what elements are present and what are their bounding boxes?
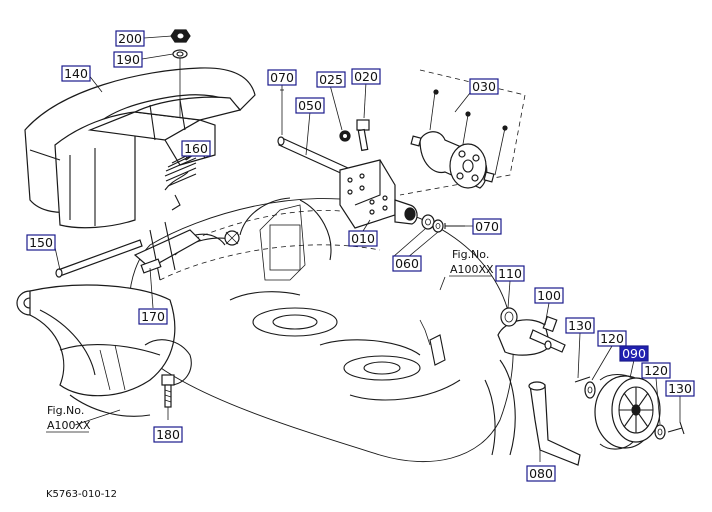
callout-190-text: 190 (116, 52, 140, 67)
callout-050: 050 (295, 97, 325, 114)
grass-cover-140 (24, 67, 256, 229)
callout-080-text: 080 (529, 466, 553, 481)
callout-110-text: 110 (498, 266, 522, 281)
callout-130-left-text: 130 (568, 318, 592, 333)
fig-ref-right-line1: Fig.No. (452, 248, 489, 261)
fig-ref-left: Fig.No. A100XX (46, 404, 91, 433)
fig-ref-left-line2: A100XX (47, 419, 91, 432)
callout-110: 110 (495, 265, 525, 282)
washer-190 (172, 49, 188, 59)
drawing-code: K5763-010-12 (46, 489, 117, 500)
callout-130-right-text: 130 (668, 381, 692, 396)
washers-060 (421, 214, 444, 233)
bolt-100 (529, 315, 566, 353)
callout-200-text: 200 (118, 31, 142, 46)
callout-160: 160 (181, 140, 211, 157)
callout-025-text: 025 (319, 72, 343, 87)
callout-080: 080 (526, 465, 556, 482)
callout-090: 090 (619, 345, 649, 362)
callout-130-right: 130 (665, 380, 695, 397)
callout-150-text: 150 (29, 235, 53, 250)
callout-070-top-text: 070 (270, 70, 294, 85)
pin-130-left (574, 376, 591, 383)
callout-160-text: 160 (184, 141, 208, 156)
callout-100-text: 100 (537, 288, 561, 303)
callout-120-left: 120 (597, 330, 627, 347)
washer-025 (339, 130, 351, 142)
callout-010: 010 (348, 230, 378, 247)
pin-130-right (667, 421, 685, 435)
callout-170-text: 170 (141, 309, 165, 324)
fig-ref-right-line2: A100XX (450, 263, 494, 276)
callout-020: 020 (351, 68, 381, 85)
callout-090-text: 090 (622, 346, 646, 361)
callout-010-text: 010 (351, 231, 375, 246)
fig-ref-right: Fig.No. A100XX (449, 248, 494, 277)
callout-070-right: 070 (472, 218, 502, 235)
callout-070-right-text: 070 (475, 219, 499, 234)
rod-150 (55, 239, 143, 278)
callout-060-text: 060 (395, 256, 419, 271)
bolt-180 (161, 374, 175, 408)
ring-110 (500, 307, 518, 327)
nut-200 (170, 29, 191, 43)
washer-120-right (654, 424, 666, 440)
callout-190: 190 (113, 51, 143, 68)
bracket-010 (339, 159, 418, 229)
callout-120-right-text: 120 (644, 363, 668, 378)
callout-200: 200 (115, 30, 145, 47)
wheel-090 (594, 373, 661, 450)
callout-020-text: 020 (354, 69, 378, 84)
fig-ref-left-line1: Fig.No. (47, 404, 84, 417)
callout-030: 030 (469, 78, 499, 95)
callout-140: 140 (61, 65, 91, 82)
callout-050-text: 050 (298, 98, 322, 113)
callout-130-left: 130 (565, 317, 595, 334)
roller-assembly-030 (399, 69, 526, 196)
callout-120-right: 120 (641, 362, 671, 379)
callout-150: 150 (26, 234, 56, 251)
axle-bracket-080 (484, 319, 581, 466)
washer-120-left (584, 381, 596, 399)
callout-140-text: 140 (64, 66, 88, 81)
callout-030-text: 030 (472, 79, 496, 94)
bolt-020 (356, 119, 370, 152)
link-plate-170 (133, 221, 240, 281)
callout-180: 180 (153, 426, 183, 443)
callout-100: 100 (534, 287, 564, 304)
callout-025: 025 (316, 71, 346, 88)
callout-060: 060 (392, 255, 422, 272)
callout-120-left-text: 120 (600, 331, 624, 346)
callout-170: 170 (138, 308, 168, 325)
callout-180-text: 180 (156, 427, 180, 442)
callout-070-top: 070 (267, 69, 297, 86)
